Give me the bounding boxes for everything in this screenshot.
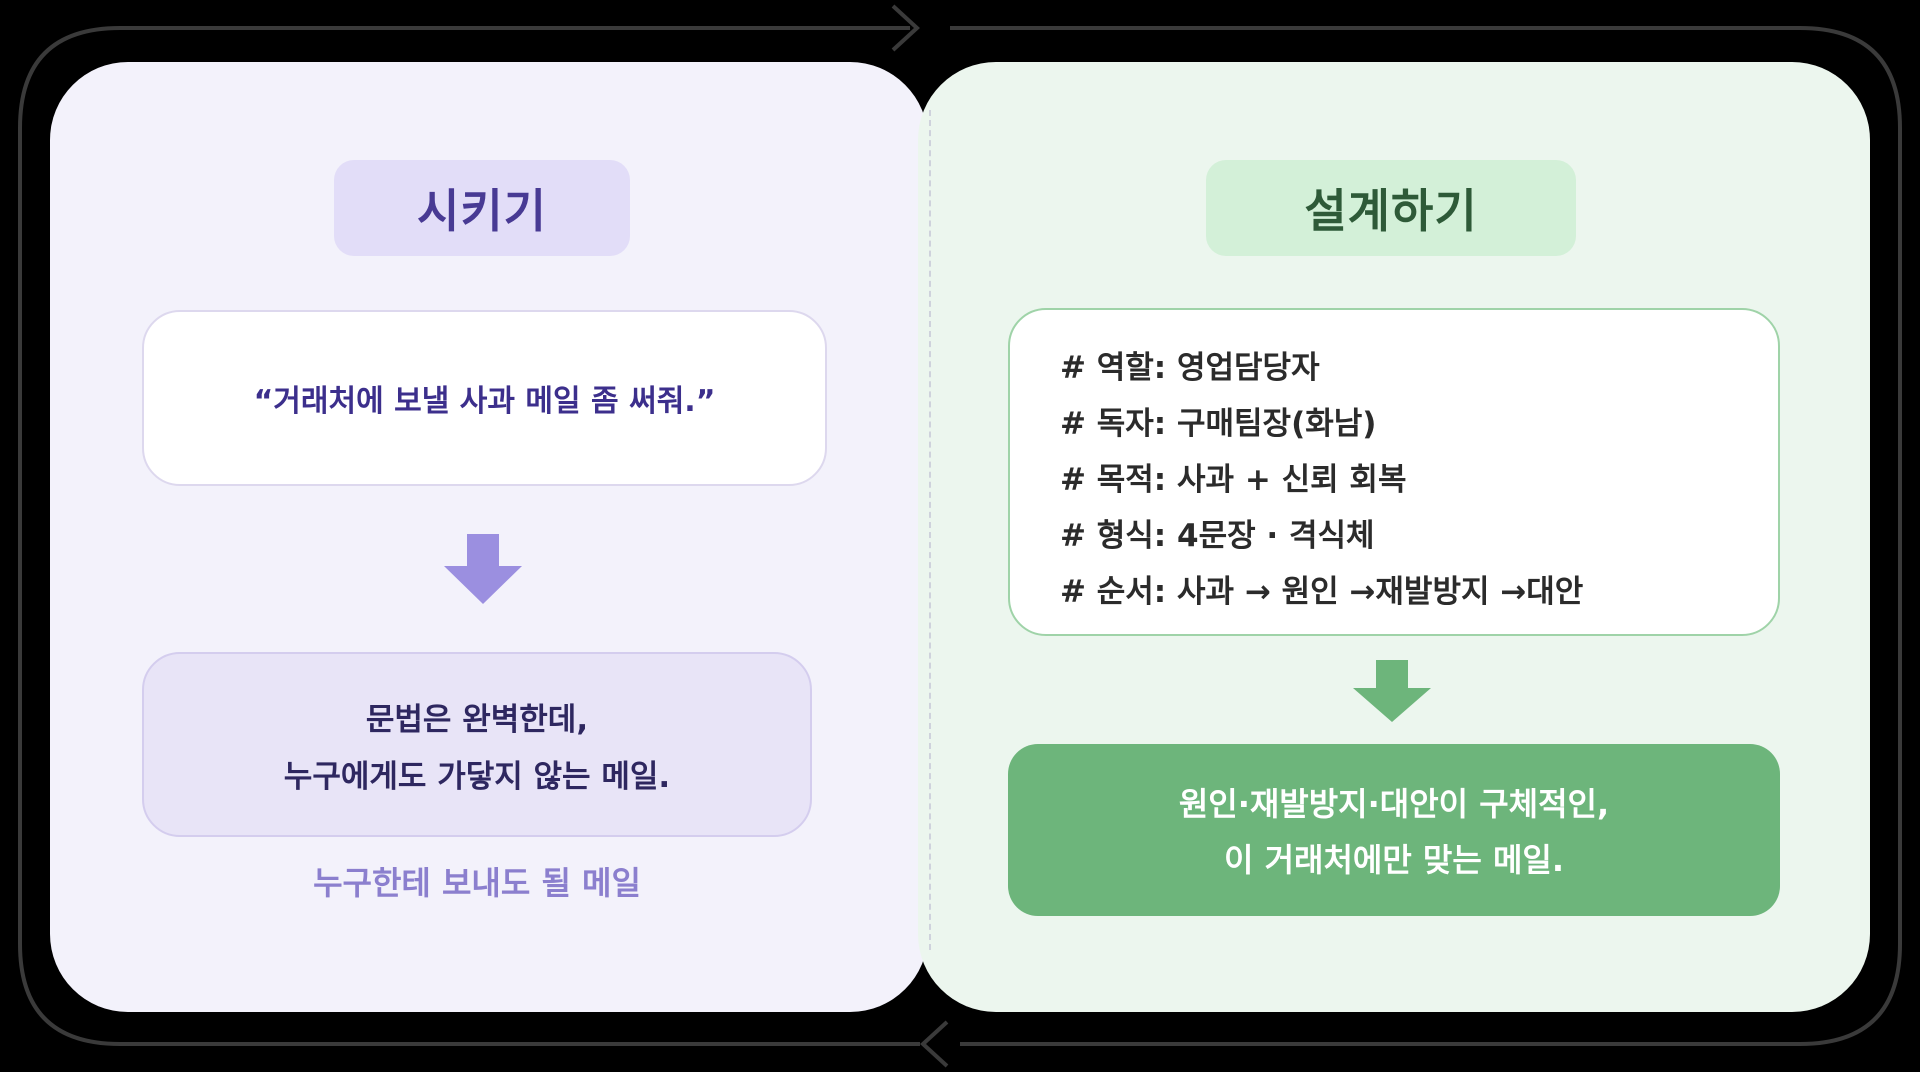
left-result-line: 누구에게도 가닿지 않는 메일. (283, 758, 671, 795)
right-result-line: 이 거래처에만 맞는 메일. (1224, 841, 1564, 879)
spec-line-order: # 순서: 사과 → 원인 →재발방지 →대안 (1060, 574, 1584, 610)
spec-box: # 역할: 영업담당자 # 독자: 구매팀장(화남) # 목적: 사과 + 신뢰… (1008, 308, 1780, 636)
spec-line-format: # 형식: 4문장 · 격식체 (1060, 518, 1375, 554)
spec-line-reader: # 독자: 구매팀장(화남) (1060, 406, 1377, 442)
left-title-pill: 시키기 (334, 160, 630, 256)
left-title: 시키기 (417, 184, 547, 238)
right-title-pill: 설계하기 (1206, 160, 1576, 256)
right-result-box: 원인·재발방지·대안이 구체적인, 이 거래처에만 맞는 메일. (1008, 744, 1780, 916)
quote-box: “거래처에 보낼 사과 메일 좀 써줘.” (142, 310, 827, 486)
left-caption: 누구한테 보내도 될 메일 (313, 864, 641, 902)
quote-text: “거래처에 보낼 사과 메일 좀 써줘.” (253, 384, 716, 419)
chevron-right-icon (891, 4, 920, 52)
spec-line-purpose: # 목적: 사과 + 신뢰 회복 (1060, 462, 1407, 498)
right-result-line: 원인·재발방지·대안이 구체적인, (1178, 785, 1610, 823)
arrow-down-icon (1353, 660, 1431, 722)
chevron-left-icon (920, 1020, 949, 1068)
left-result-line: 문법은 완벽한데, (365, 701, 589, 738)
spec-line-role: # 역할: 영업담당자 (1060, 350, 1320, 386)
left-result-box: 문법은 완벽한데, 누구에게도 가닿지 않는 메일. (142, 652, 812, 837)
right-title: 설계하기 (1304, 184, 1478, 238)
panel-divider (929, 110, 931, 950)
arrow-down-icon (444, 534, 522, 604)
